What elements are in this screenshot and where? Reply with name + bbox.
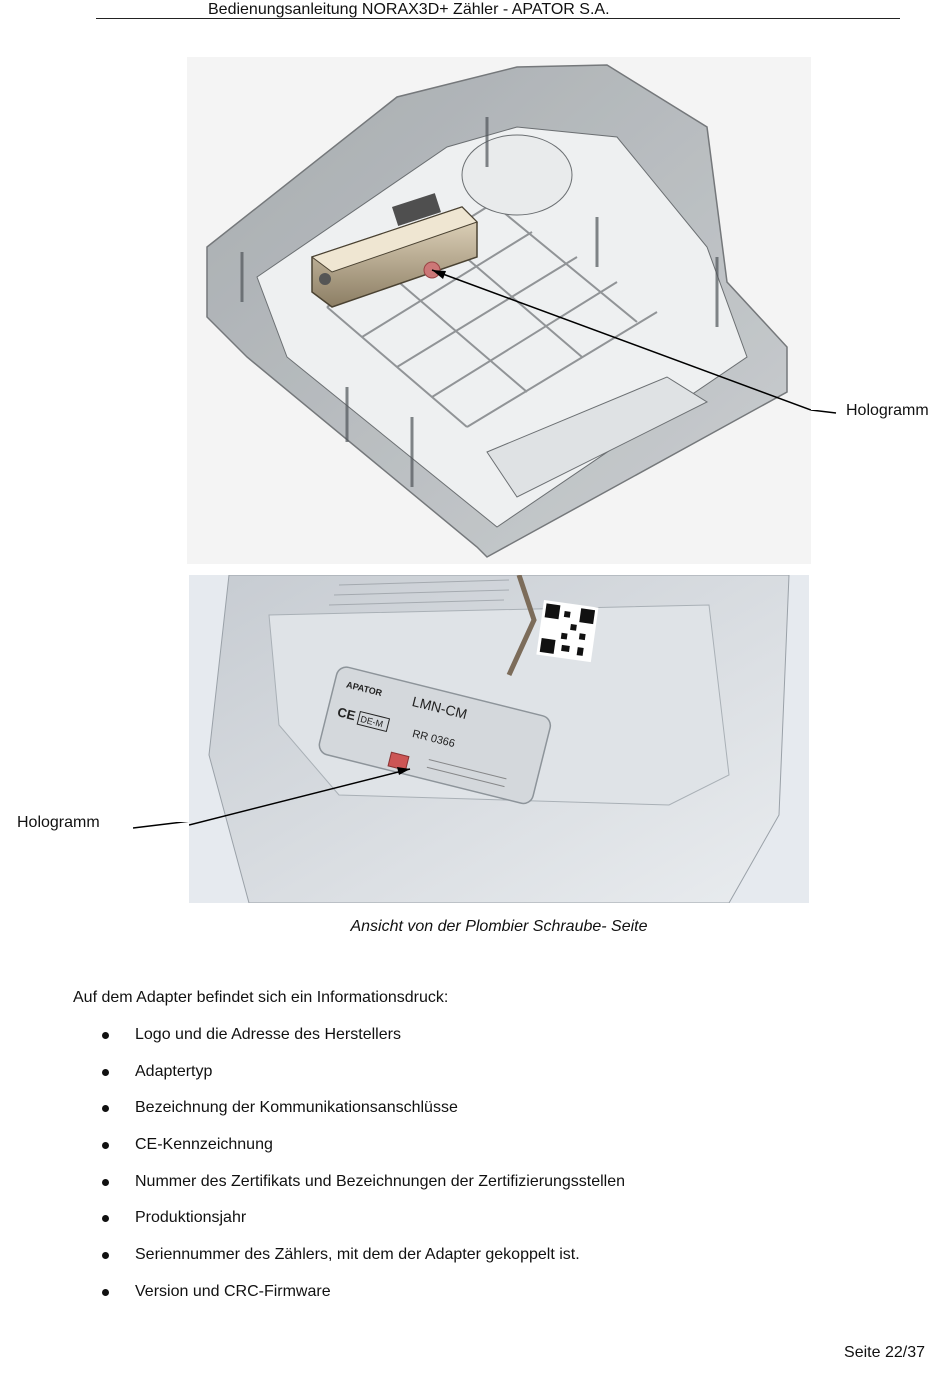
bullet-icon xyxy=(102,1178,109,1186)
bullet-icon xyxy=(102,1032,109,1039)
hologram-sticker xyxy=(387,751,410,771)
intro-paragraph: Auf dem Adapter befindet sich ein Inform… xyxy=(73,989,449,1006)
bullet-icon xyxy=(102,1288,109,1296)
ce-mark: CE xyxy=(336,704,357,723)
bullet-icon xyxy=(102,1068,109,1076)
adapter-label-drawing: APATOR LMN-CM CE DE-M RR 0366 xyxy=(189,575,790,903)
hologram-label-bottom: Hologramm xyxy=(17,814,100,831)
adapter-body: APATOR LMN-CM CE DE-M RR 0366 xyxy=(318,666,552,805)
adapter-module xyxy=(310,193,478,308)
meter-base-illustration xyxy=(187,57,811,564)
qr-code xyxy=(536,600,599,663)
hologram-label-top: Hologramm xyxy=(846,402,929,419)
callout-line-extension-2 xyxy=(133,822,189,829)
hologram-callout-line-2 xyxy=(189,768,411,826)
callout-line-extension xyxy=(811,410,837,414)
bullet-icon xyxy=(102,1215,109,1223)
document-header: Bedienungsanleitung NORAX3D+ Zähler - AP… xyxy=(208,1,610,18)
header-rule xyxy=(96,18,900,19)
bullet-icon xyxy=(102,1252,109,1260)
bullet-icon xyxy=(102,1105,109,1113)
bullet-icon xyxy=(102,1142,109,1150)
hologram-callout-line xyxy=(431,269,811,411)
adapter-label-illustration: APATOR LMN-CM CE DE-M RR 0366 xyxy=(189,575,809,903)
page-number: Seite 22/37 xyxy=(844,1344,925,1361)
figure-caption: Ansicht von der Plombier Schraube- Seite xyxy=(350,918,648,935)
meter-base-drawing xyxy=(206,64,811,558)
